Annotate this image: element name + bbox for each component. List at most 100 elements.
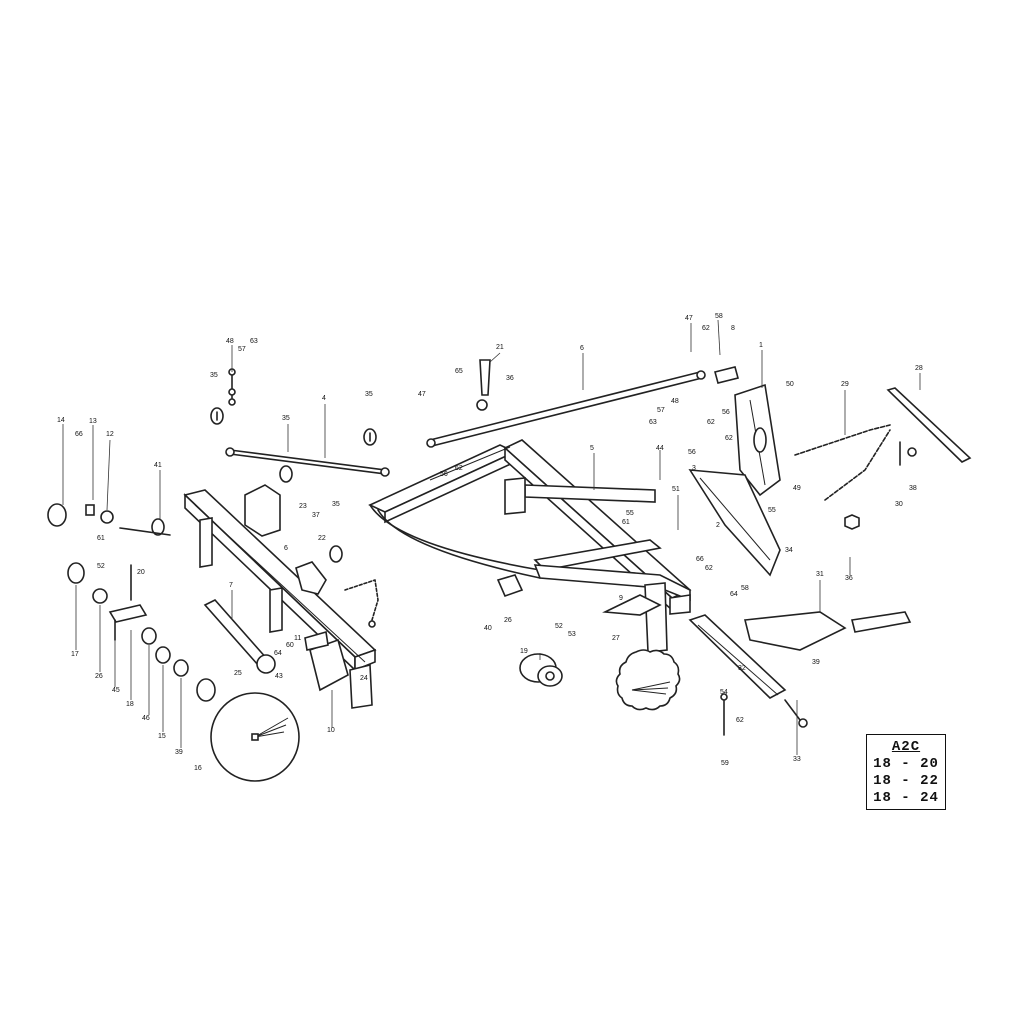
callout-56-b: 56	[440, 471, 448, 478]
callout-23: 23	[299, 503, 307, 510]
pin-21	[476, 359, 491, 411]
leader-lines	[62, 319, 921, 755]
bolt-48-set	[228, 368, 236, 406]
callout-55-b: 55	[626, 510, 634, 517]
callout-52-b: 52	[555, 623, 563, 630]
callout-18: 18	[126, 701, 134, 708]
callout-43: 43	[275, 673, 283, 680]
left-frame-beam	[183, 484, 377, 709]
clevis-pin-41	[151, 518, 165, 536]
scraper-10	[304, 630, 349, 692]
callout-36-b: 36	[845, 575, 853, 582]
scraper-9	[602, 594, 662, 616]
upper-tie-rod	[426, 370, 706, 448]
callout-62-d: 62	[725, 435, 733, 442]
bolt-33	[784, 699, 808, 728]
callout-56: 56	[722, 409, 730, 416]
bracket-26	[496, 574, 524, 598]
callout-57: 57	[657, 407, 665, 414]
callout-10: 10	[327, 727, 335, 734]
callout-53: 53	[568, 631, 576, 638]
callout-49: 49	[793, 485, 801, 492]
callout-59: 59	[721, 760, 729, 767]
callout-63: 63	[649, 419, 657, 426]
callout-55: 55	[768, 507, 776, 514]
callout-30: 30	[895, 501, 903, 508]
callout-65: 65	[455, 368, 463, 375]
callout-labels: 47 62 58 8 1 50 29 28 21 65 36 6 47 56 6…	[57, 313, 923, 772]
model-reference-box: A2C 18 - 20 18 - 22 18 - 24	[866, 734, 946, 810]
callout-26: 26	[504, 617, 512, 624]
callout-58-b: 58	[741, 585, 749, 592]
callout-57-b: 57	[238, 346, 246, 353]
left-lower-beam	[203, 599, 276, 674]
callout-4: 4	[322, 395, 326, 402]
callout-46: 46	[142, 715, 150, 722]
central-frame	[368, 439, 692, 653]
callout-54: 54	[720, 689, 728, 696]
callout-35-b: 35	[365, 391, 373, 398]
bar-28	[886, 387, 972, 463]
callout-35-a: 35	[210, 372, 218, 379]
callout-38: 38	[909, 485, 917, 492]
callout-14: 14	[57, 417, 65, 424]
side-arm-2	[688, 469, 781, 577]
callout-6-b: 6	[284, 545, 288, 552]
callout-62-c: 62	[455, 465, 463, 472]
reference-line-2: 18 - 22	[873, 773, 939, 789]
callout-45: 45	[112, 687, 120, 694]
callout-61: 61	[622, 519, 630, 526]
tie-rod	[225, 447, 390, 477]
chain-29	[794, 424, 891, 501]
callout-47-b: 47	[418, 391, 426, 398]
callout-58: 58	[715, 313, 723, 320]
callout-11: 11	[294, 635, 301, 642]
callout-31: 31	[816, 571, 824, 578]
callout-64: 64	[730, 591, 738, 598]
callout-26-b: 26	[95, 673, 103, 680]
callout-60: 60	[286, 642, 294, 649]
reference-title: A2C	[891, 739, 921, 755]
clevis-pin-left	[210, 407, 224, 425]
callout-17: 17	[71, 651, 79, 658]
hub-assembly-left	[47, 503, 216, 702]
hub-assembly-center	[519, 653, 563, 687]
callout-5: 5	[590, 445, 594, 452]
callout-39: 39	[812, 659, 820, 666]
callout-61-b: 61	[97, 535, 105, 542]
callout-7: 7	[229, 582, 233, 589]
callout-32: 32	[738, 665, 746, 672]
callout-51: 51	[672, 486, 680, 493]
callout-21: 21	[496, 344, 504, 351]
callout-2: 2	[716, 522, 720, 529]
callout-47: 47	[685, 315, 693, 322]
callout-1: 1	[759, 342, 763, 349]
callout-13: 13	[89, 418, 97, 425]
callout-16: 16	[194, 765, 202, 772]
callout-19: 19	[520, 648, 528, 655]
callout-37: 37	[312, 512, 320, 519]
clevis-pin-lower	[329, 545, 343, 563]
callout-48-b: 48	[226, 338, 234, 345]
callout-52: 52	[97, 563, 105, 570]
callout-66: 66	[75, 431, 83, 438]
hitch-plate-8	[714, 366, 739, 384]
clevis-pin-mid	[279, 465, 293, 483]
callout-6: 6	[580, 345, 584, 352]
callout-3: 3	[692, 465, 696, 472]
callout-36: 36	[506, 375, 514, 382]
tip-31	[851, 611, 912, 633]
callout-33: 33	[793, 756, 801, 763]
callout-44: 44	[656, 445, 664, 452]
callout-62-e: 62	[705, 565, 713, 572]
callout-64-b: 64	[274, 650, 282, 657]
callout-15: 15	[158, 733, 166, 740]
callout-35-c: 35	[282, 415, 290, 422]
clevis-pin-right	[363, 428, 377, 446]
callout-34: 34	[785, 547, 793, 554]
callout-41: 41	[154, 462, 162, 469]
callout-29: 29	[841, 381, 849, 388]
callout-63-b: 63	[250, 338, 258, 345]
reference-line-3: 18 - 24	[873, 790, 939, 806]
callout-22: 22	[318, 535, 326, 542]
